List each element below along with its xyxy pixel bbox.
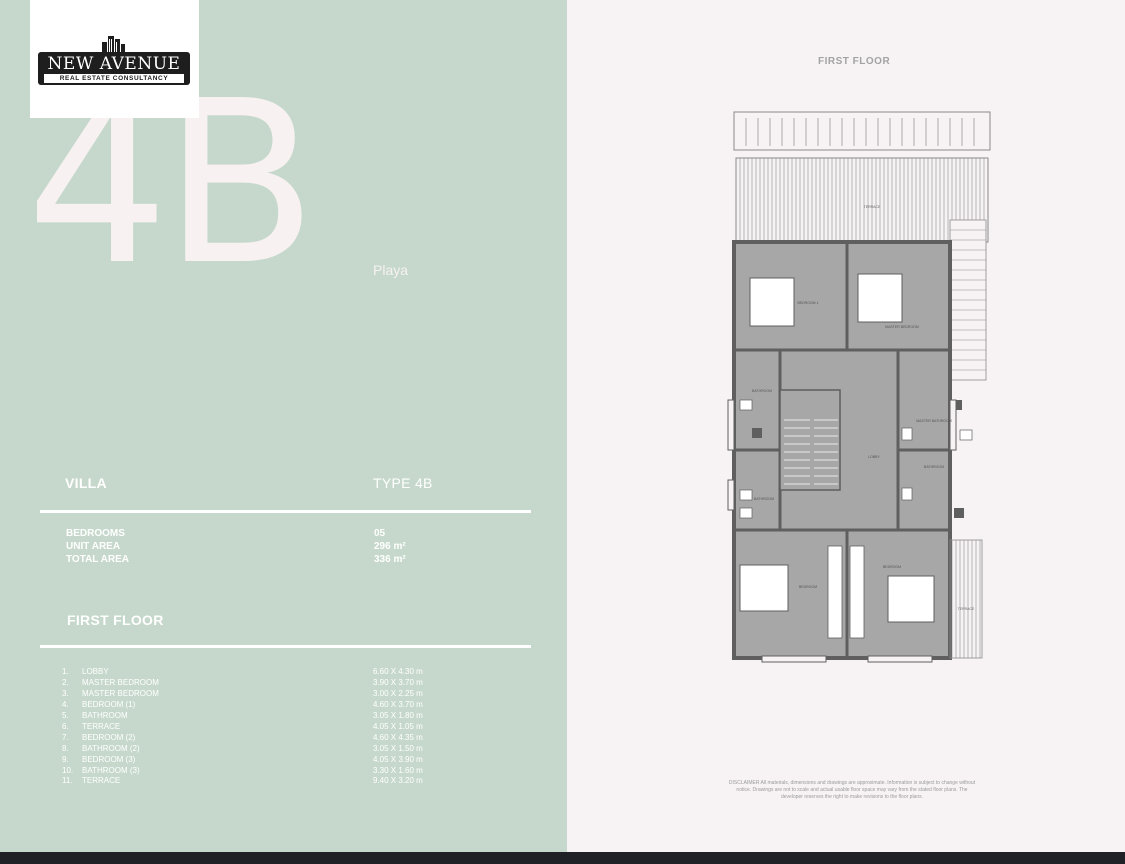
section-title: FIRST FLOOR [67, 612, 164, 628]
fixture [901, 487, 913, 501]
fixture [952, 400, 962, 410]
room-name: MASTER BEDROOM [82, 689, 159, 698]
room-number: 9. [62, 755, 69, 764]
room-number: 4. [62, 700, 69, 709]
fixture [959, 429, 973, 441]
room-name: TERRACE [82, 722, 121, 731]
room-name: BEDROOM (2) [82, 733, 136, 742]
room-dimensions: 4.60 X 4.35 m [373, 733, 423, 742]
room-dimensions: 3.05 X 1.80 m [373, 711, 423, 720]
room-dimensions: 4.05 X 3.90 m [373, 755, 423, 764]
room-name: BEDROOM (3) [82, 755, 136, 764]
room-dimensions: 3.90 X 3.70 m [373, 678, 423, 687]
brand-name: NEW AVENUE [47, 54, 181, 74]
spec-row: BEDROOMS 05 [66, 528, 526, 541]
room-dimensions: 4.05 X 1.05 m [373, 722, 423, 731]
plan-label: LOBBY [868, 455, 880, 459]
category-label: VILLA [65, 475, 107, 491]
pergola [733, 111, 991, 151]
bed [749, 277, 795, 327]
bottom-bar [0, 852, 1125, 864]
plan-label: BEDROOM 1 [797, 301, 818, 305]
plan-label: BATHROOM [752, 389, 772, 393]
fixture [739, 489, 753, 501]
fixture [901, 427, 913, 441]
room-number: 2. [62, 678, 69, 687]
room-name: BEDROOM (1) [82, 700, 136, 709]
spec-value: 336 m² [374, 554, 406, 565]
room-name: MASTER BEDROOM [82, 678, 159, 687]
room-name: LOBBY [82, 667, 109, 676]
room-row: 10. BATHROOM (3) 3.30 X 1.60 m [62, 766, 462, 777]
room-dimensions: 3.00 X 2.25 m [373, 689, 423, 698]
wardrobe [849, 545, 865, 639]
fixture [739, 507, 753, 519]
plan-label: BATHROOM [924, 465, 944, 469]
room-row: 9. BEDROOM (3) 4.05 X 3.90 m [62, 755, 462, 766]
room-row: 8. BATHROOM (2) 3.05 X 1.50 m [62, 744, 462, 755]
spec-row: TOTAL AREA 336 m² [66, 554, 526, 567]
terrace-top [735, 157, 989, 243]
room-number: 5. [62, 711, 69, 720]
bed [739, 564, 789, 612]
spec-row: UNIT AREA 296 m² [66, 541, 526, 554]
spec-label: BEDROOMS [66, 528, 125, 539]
logo-plate: NEW AVENUE REAL ESTATE CONSULTANCY [38, 52, 190, 85]
room-number: 8. [62, 744, 69, 753]
plan-label: TERRACE [864, 205, 881, 209]
room-row: 6. TERRACE 4.05 X 1.05 m [62, 722, 462, 733]
info-panel: 4B NEW AVENUE REAL ESTATE CONSULTANCY Pl… [0, 0, 567, 852]
room-name: BATHROOM (2) [82, 744, 140, 753]
room-number: 7. [62, 733, 69, 742]
room-row: 2. MASTER BEDROOM 3.90 X 3.70 m [62, 678, 462, 689]
disclaimer: DISCLAIMER All materials, dimensions and… [728, 780, 976, 800]
room-dimensions: 6.60 X 4.30 m [373, 667, 423, 676]
room-number: 11. [62, 776, 73, 785]
fixture [752, 428, 762, 438]
spec-label: TOTAL AREA [66, 554, 129, 565]
spec-label: UNIT AREA [66, 541, 121, 552]
room-number: 3. [62, 689, 69, 698]
plan-label: TERRACE [958, 607, 975, 611]
brand-logo: NEW AVENUE REAL ESTATE CONSULTANCY [30, 0, 199, 118]
wardrobe [827, 545, 843, 639]
room-name: BATHROOM [82, 711, 128, 720]
room-dimensions: 4.60 X 3.70 m [373, 700, 423, 709]
room-dimensions: 9.40 X 3.20 m [373, 776, 423, 785]
spec-value: 05 [374, 528, 386, 539]
plan-label: MASTER BATHROOM [916, 419, 952, 423]
bed [887, 575, 935, 623]
divider [40, 645, 531, 648]
type-label: TYPE 4B [373, 475, 433, 491]
room-row: 5. BATHROOM 3.05 X 1.80 m [62, 711, 462, 722]
room-name: TERRACE [82, 776, 121, 785]
fixture [954, 508, 964, 518]
spec-value: 296 m² [374, 541, 406, 552]
plan-label: BEDROOM [883, 565, 901, 569]
room-dimensions: 3.05 X 1.50 m [373, 744, 423, 753]
plan-label: BATHROOM [754, 497, 774, 501]
bed [857, 273, 903, 323]
terrace-side [949, 539, 983, 659]
room-row: 4. BEDROOM (1) 4.60 X 3.70 m [62, 700, 462, 711]
building-icon [102, 36, 125, 54]
plan-title: FIRST FLOOR [818, 56, 891, 67]
room-row: 3. MASTER BEDROOM 3.00 X 2.25 m [62, 689, 462, 700]
room-row: 1. LOBBY 6.60 X 4.30 m [62, 667, 462, 678]
room-row: 7. BEDROOM (2) 4.60 X 4.35 m [62, 733, 462, 744]
project-name: Playa [373, 262, 409, 278]
stairwell [779, 389, 841, 491]
room-row: 11. TERRACE 9.40 X 3.20 m [62, 776, 462, 787]
divider [40, 510, 531, 513]
room-number: 10. [62, 766, 74, 775]
plan-label: BEDROOM [799, 585, 817, 589]
plan-label: MASTER BEDROOM [885, 325, 919, 329]
room-dimensions: 3.30 X 1.60 m [373, 766, 423, 775]
floor-plan-drawing: TERRACE TERRACE [727, 111, 991, 663]
room-name: BATHROOM (3) [82, 766, 140, 775]
fixture [739, 399, 753, 411]
room-number: 6. [62, 722, 69, 731]
room-number: 1. [62, 667, 69, 676]
brand-tagline: REAL ESTATE CONSULTANCY [44, 74, 184, 83]
